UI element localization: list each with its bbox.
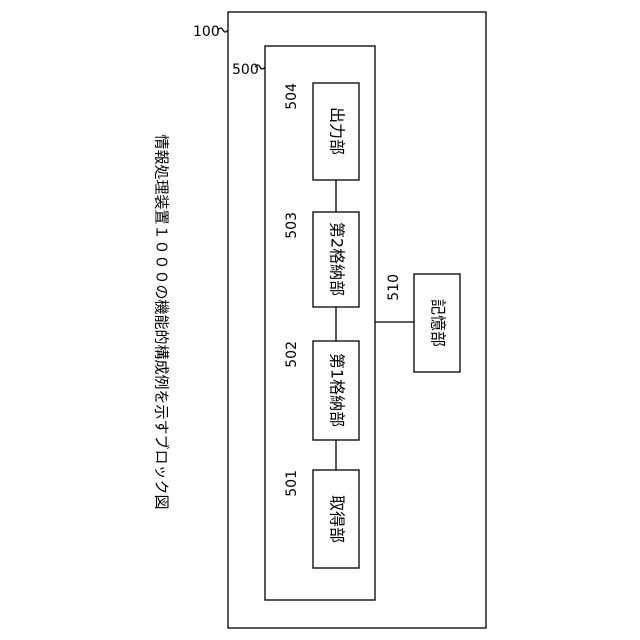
block-first-storage-ref: 502	[284, 341, 300, 368]
block-output-ref: 504	[284, 83, 300, 110]
block-second-storage-label: 第2格納部	[328, 222, 347, 296]
block-second-storage-ref: 503	[284, 212, 300, 239]
block-output-label: 出力部	[328, 107, 347, 155]
block-memory-ref: 510	[386, 274, 402, 301]
block-memory-label: 記憶部	[429, 299, 448, 347]
block-acquisition-label: 取得部	[328, 495, 347, 543]
module-ref: 500	[232, 62, 259, 78]
block-acquisition-ref: 501	[284, 470, 300, 497]
device-ref: 100	[193, 24, 220, 40]
figure-caption: 情報処理装置１０００の機能的構成例を示すブロック図	[153, 134, 171, 509]
block-first-storage-label: 第1格納部	[328, 353, 347, 427]
